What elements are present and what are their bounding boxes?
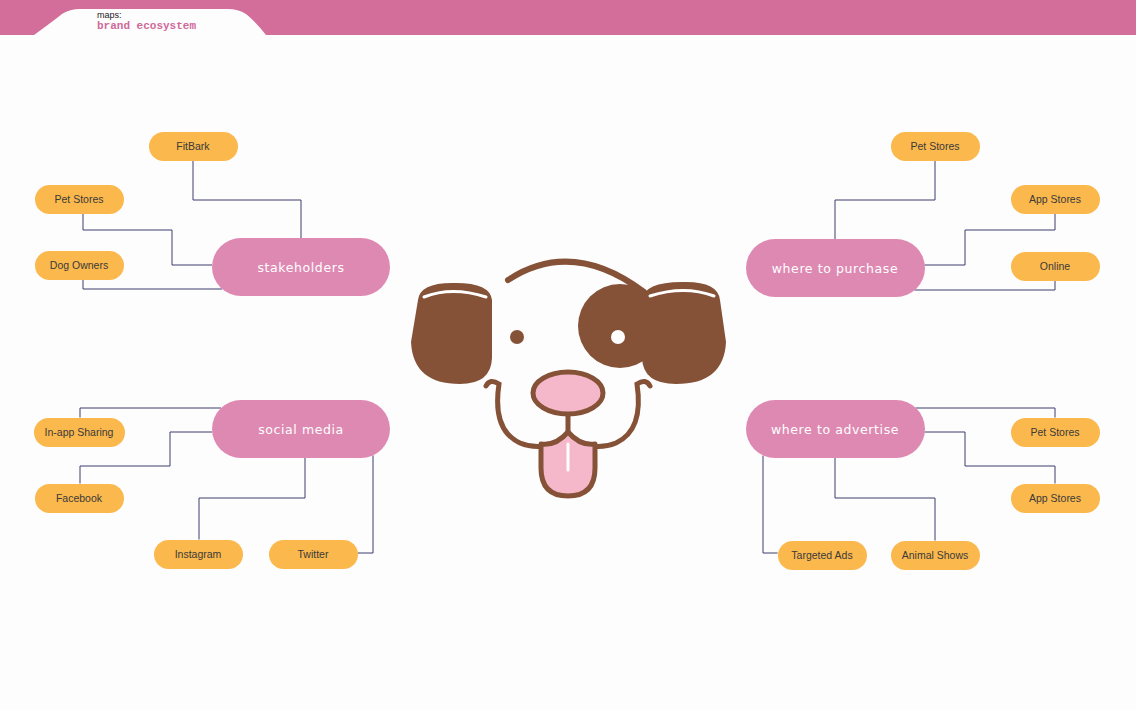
node-text: social media [258, 422, 344, 437]
connector-line [835, 161, 935, 240]
connector-line [199, 458, 305, 540]
nose [533, 372, 603, 414]
item-pill: Animal Shows [891, 541, 980, 570]
connector-line [914, 281, 1055, 291]
right-ear [642, 282, 726, 384]
item-pill: Pet Stores [35, 185, 124, 214]
category-pill: where to advertise [746, 400, 925, 458]
connector-line [835, 458, 935, 541]
page-title: brand ecosystem [97, 20, 196, 32]
tongue [541, 432, 595, 496]
connector-line [80, 408, 221, 418]
item-pill: FitBark [149, 132, 238, 161]
connector-line [763, 456, 778, 553]
item-pill: App Stores [1011, 484, 1100, 513]
item-pill: Instagram [154, 540, 243, 569]
node-text: Dog Owners [50, 259, 108, 271]
item-pill: Online [1011, 252, 1100, 281]
category-pill: where to purchase [746, 239, 925, 297]
item-pill: Pet Stores [891, 132, 980, 161]
node-text: Pet Stores [910, 140, 959, 152]
category-pill: social media [212, 400, 390, 458]
header-tab [34, 9, 266, 35]
node-text: Twitter [298, 548, 329, 560]
connector-line [916, 408, 1056, 418]
right-eye [611, 330, 625, 344]
header-label: maps: [97, 10, 122, 20]
node-text: Targeted Ads [791, 549, 852, 561]
left-ear [411, 283, 492, 384]
node-text: Online [1040, 260, 1070, 272]
item-pill: Twitter [269, 540, 358, 569]
ear-highlight [650, 291, 714, 297]
item-pill: Pet Stores [1011, 418, 1100, 447]
left-eye [510, 330, 524, 344]
node-text: In-app Sharing [45, 426, 114, 438]
connector-line [193, 161, 301, 239]
connector-line [357, 455, 373, 553]
item-pill: Dog Owners [35, 251, 124, 280]
item-pill: Facebook [35, 484, 124, 513]
node-text: Instagram [175, 548, 222, 560]
category-pill: stakeholders [212, 238, 390, 296]
item-pill: App Stores [1011, 185, 1100, 214]
header-bar [0, 0, 1136, 35]
dog-illustration [411, 262, 726, 496]
node-text: FitBark [176, 140, 209, 152]
item-pill: Targeted Ads [778, 541, 867, 570]
node-text: Pet Stores [54, 193, 103, 205]
node-text: Pet Stores [1030, 426, 1079, 438]
node-text: Facebook [56, 492, 102, 504]
node-text: App Stores [1029, 492, 1081, 504]
node-text: App Stores [1029, 193, 1081, 205]
tongue-line [567, 444, 570, 470]
node-text: where to purchase [772, 261, 898, 276]
item-pill: In-app Sharing [34, 418, 125, 447]
node-text: where to advertise [771, 422, 899, 437]
node-text: Animal Shows [902, 549, 969, 561]
node-text: stakeholders [257, 260, 344, 275]
connector-line [83, 280, 222, 290]
ear-highlight [424, 292, 486, 298]
